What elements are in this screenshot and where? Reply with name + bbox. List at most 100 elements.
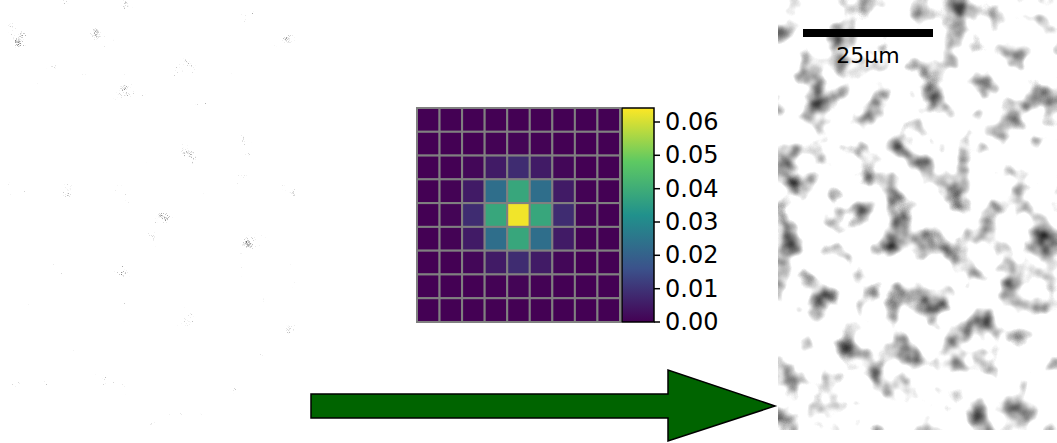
colorbar-tick-label: 0.02 [665, 243, 718, 267]
kernel-cell [552, 179, 575, 203]
kernel-cell [440, 179, 463, 203]
kernel-cell [462, 251, 485, 275]
kernel-cell [440, 156, 463, 180]
kernel-cell [485, 274, 508, 298]
kernel-cell [575, 298, 598, 322]
kernel-cell [485, 156, 508, 180]
tick-mark [654, 121, 660, 123]
kernel-cell [417, 274, 440, 298]
kernel-cell [575, 156, 598, 180]
kernel-cell [507, 156, 530, 180]
kernel-cell [597, 227, 620, 251]
kernel-cell [440, 227, 463, 251]
kernel-cell [507, 132, 530, 156]
kernel-cell [417, 108, 440, 132]
kernel-cell [440, 203, 463, 227]
kernel-cell [575, 203, 598, 227]
kernel-cell [552, 156, 575, 180]
kernel-cell [530, 156, 553, 180]
kernel-cell [485, 298, 508, 322]
kernel-cell [530, 203, 553, 227]
kernel-cell [575, 251, 598, 275]
kernel-cell [530, 251, 553, 275]
kernel-cell [462, 108, 485, 132]
kernel-cell [552, 251, 575, 275]
tick-mark [654, 288, 660, 290]
kernel-cell [597, 108, 620, 132]
kernel-cell [462, 179, 485, 203]
kernel-cell [417, 298, 440, 322]
kernel-cell [417, 156, 440, 180]
kernel-cell [597, 132, 620, 156]
kernel-cell [530, 274, 553, 298]
kernel-cell [507, 179, 530, 203]
kernel-cell [530, 227, 553, 251]
kernel-cell [597, 274, 620, 298]
kernel-cell [485, 251, 508, 275]
kernel-grid [417, 108, 620, 322]
kernel-cell [507, 203, 530, 227]
kernel-cell [552, 132, 575, 156]
kernel-cell [417, 251, 440, 275]
kernel-cell [597, 203, 620, 227]
kernel-cell [530, 132, 553, 156]
tick-mark [654, 321, 660, 323]
kernel-cell [597, 251, 620, 275]
noisy-image [8, 0, 295, 430]
kernel-cell [485, 179, 508, 203]
scale-label: 25µm [836, 45, 899, 67]
kernel-cell [597, 179, 620, 203]
kernel-cell [462, 298, 485, 322]
kernel-cell [462, 227, 485, 251]
kernel-cell [485, 108, 508, 132]
scale-bar [803, 29, 933, 37]
kernel-cell [485, 203, 508, 227]
colorbar-ticks [654, 122, 660, 322]
kernel-cell [552, 227, 575, 251]
kernel-cell [440, 108, 463, 132]
kernel-cell [597, 156, 620, 180]
kernel-cell [575, 108, 598, 132]
colorbar-tick-label: 0.06 [665, 110, 718, 134]
tick-mark [654, 255, 660, 257]
kernel-cell [440, 274, 463, 298]
kernel-cell [530, 108, 553, 132]
kernel-cell [507, 298, 530, 322]
kernel-cell [417, 179, 440, 203]
colorbar-tick-label: 0.01 [665, 277, 718, 301]
smoothed-image [778, 0, 1057, 430]
kernel-cell [462, 274, 485, 298]
colorbar-tick-label: 0.00 [665, 310, 718, 334]
kernel-cell [575, 227, 598, 251]
kernel-cell [530, 179, 553, 203]
kernel-cell [485, 132, 508, 156]
colorbar-tick-label: 0.04 [665, 177, 718, 201]
process-arrow [311, 370, 775, 441]
kernel-cell [575, 132, 598, 156]
tick-mark [654, 188, 660, 190]
colorbar-tick-label: 0.03 [665, 210, 718, 234]
colorbar-tick-label: 0.05 [665, 143, 718, 167]
kernel-cell [417, 227, 440, 251]
kernel-cell [462, 156, 485, 180]
colorbar [622, 108, 654, 322]
tick-mark [654, 155, 660, 157]
kernel-cell [552, 108, 575, 132]
kernel-cell [552, 274, 575, 298]
tick-mark [654, 221, 660, 223]
kernel-cell [440, 132, 463, 156]
kernel-cell [485, 227, 508, 251]
kernel-cell [507, 251, 530, 275]
kernel-cell [417, 203, 440, 227]
kernel-cell [552, 203, 575, 227]
kernel-cell [507, 108, 530, 132]
kernel-cell [440, 251, 463, 275]
kernel-cell [575, 274, 598, 298]
kernel-cell [597, 298, 620, 322]
kernel-cell [552, 298, 575, 322]
kernel-cell [575, 179, 598, 203]
kernel-cell [507, 227, 530, 251]
kernel-cell [440, 298, 463, 322]
kernel-cell [530, 298, 553, 322]
kernel-cell [417, 132, 440, 156]
